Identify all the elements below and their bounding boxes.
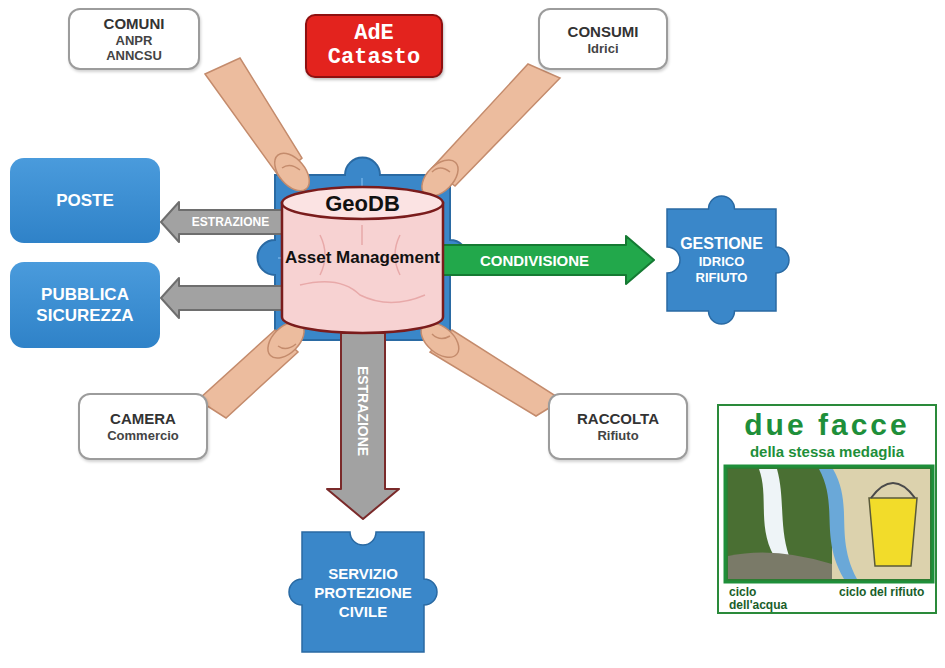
arrow-label: ESTRAZIONE bbox=[355, 366, 371, 456]
rocks bbox=[728, 552, 832, 579]
puzzle-outline bbox=[667, 196, 789, 324]
node-text: ANPR ANNCSU bbox=[103, 33, 165, 63]
source-box: RACCOLTARifiuto bbox=[548, 393, 688, 460]
block-arrow bbox=[443, 236, 654, 284]
node-text: SERVIZIO PROTEZIONE CIVILE bbox=[309, 564, 417, 621]
block-arrow bbox=[327, 333, 399, 519]
node-text: Asset Management bbox=[280, 247, 445, 268]
node-text: COMUNI bbox=[104, 15, 165, 33]
hand bbox=[205, 58, 316, 197]
waterfall-photo bbox=[728, 469, 832, 579]
node-text: due facce bbox=[719, 408, 935, 442]
node-text: RACCOLTA bbox=[577, 410, 659, 428]
arrow-label: CONDIVISIONE bbox=[480, 252, 589, 269]
arrow-label: ESTRAZIONE bbox=[192, 215, 269, 229]
node-text: ciclo del rifiuto bbox=[839, 586, 924, 599]
node-text: GESTIONE bbox=[680, 234, 763, 254]
node-text: POSTE bbox=[56, 191, 114, 211]
block-arrow bbox=[161, 202, 282, 242]
node-text: Idrici bbox=[587, 41, 618, 56]
node-text: della stessa medaglia bbox=[719, 443, 935, 461]
node-text: IDRICO RIFIUTO bbox=[682, 254, 762, 286]
node-text: CAMERA bbox=[110, 410, 176, 428]
node-text: PUBBLICA SICUREZZA bbox=[25, 284, 145, 326]
photo-frame bbox=[725, 466, 933, 582]
hand bbox=[415, 316, 562, 416]
bucket-handle bbox=[871, 483, 915, 498]
hand bbox=[198, 315, 311, 418]
database-cylinder: GeoDB Asset Management bbox=[280, 185, 445, 335]
node-text: Commercio bbox=[107, 428, 179, 444]
source-box: COMUNIANPR ANNCSU bbox=[68, 8, 200, 70]
logo-box: due faccedella stessa medaglia ciclo dell… bbox=[717, 404, 937, 614]
block-arrow bbox=[161, 278, 282, 318]
source-box-highlight: AdE Catasto bbox=[305, 14, 443, 78]
puzzle-box: SERVIZIO PROTEZIONE CIVILE bbox=[288, 518, 438, 666]
node-text: Rifiuto bbox=[597, 428, 638, 444]
source-box: CONSUMIIdrici bbox=[538, 8, 668, 70]
puzzle-seam bbox=[278, 178, 447, 337]
node-text: AdE Catasto bbox=[319, 22, 429, 70]
waterfall bbox=[759, 469, 789, 556]
target-box: POSTE bbox=[10, 158, 160, 243]
puzzle-outline bbox=[289, 532, 437, 652]
node-text: ciclo dell'acqua bbox=[729, 586, 817, 612]
puzzle-box: GESTIONEIDRICO RIFIUTO bbox=[653, 195, 790, 325]
river bbox=[819, 469, 857, 579]
target-box: PUBBLICA SICUREZZA bbox=[10, 262, 160, 348]
source-box: CAMERACommercio bbox=[78, 393, 208, 460]
node-text: CONSUMI bbox=[568, 23, 639, 41]
bucket bbox=[869, 498, 917, 566]
node-text: GeoDB bbox=[280, 191, 445, 217]
hand bbox=[415, 64, 560, 203]
cylinder-body bbox=[282, 203, 443, 333]
